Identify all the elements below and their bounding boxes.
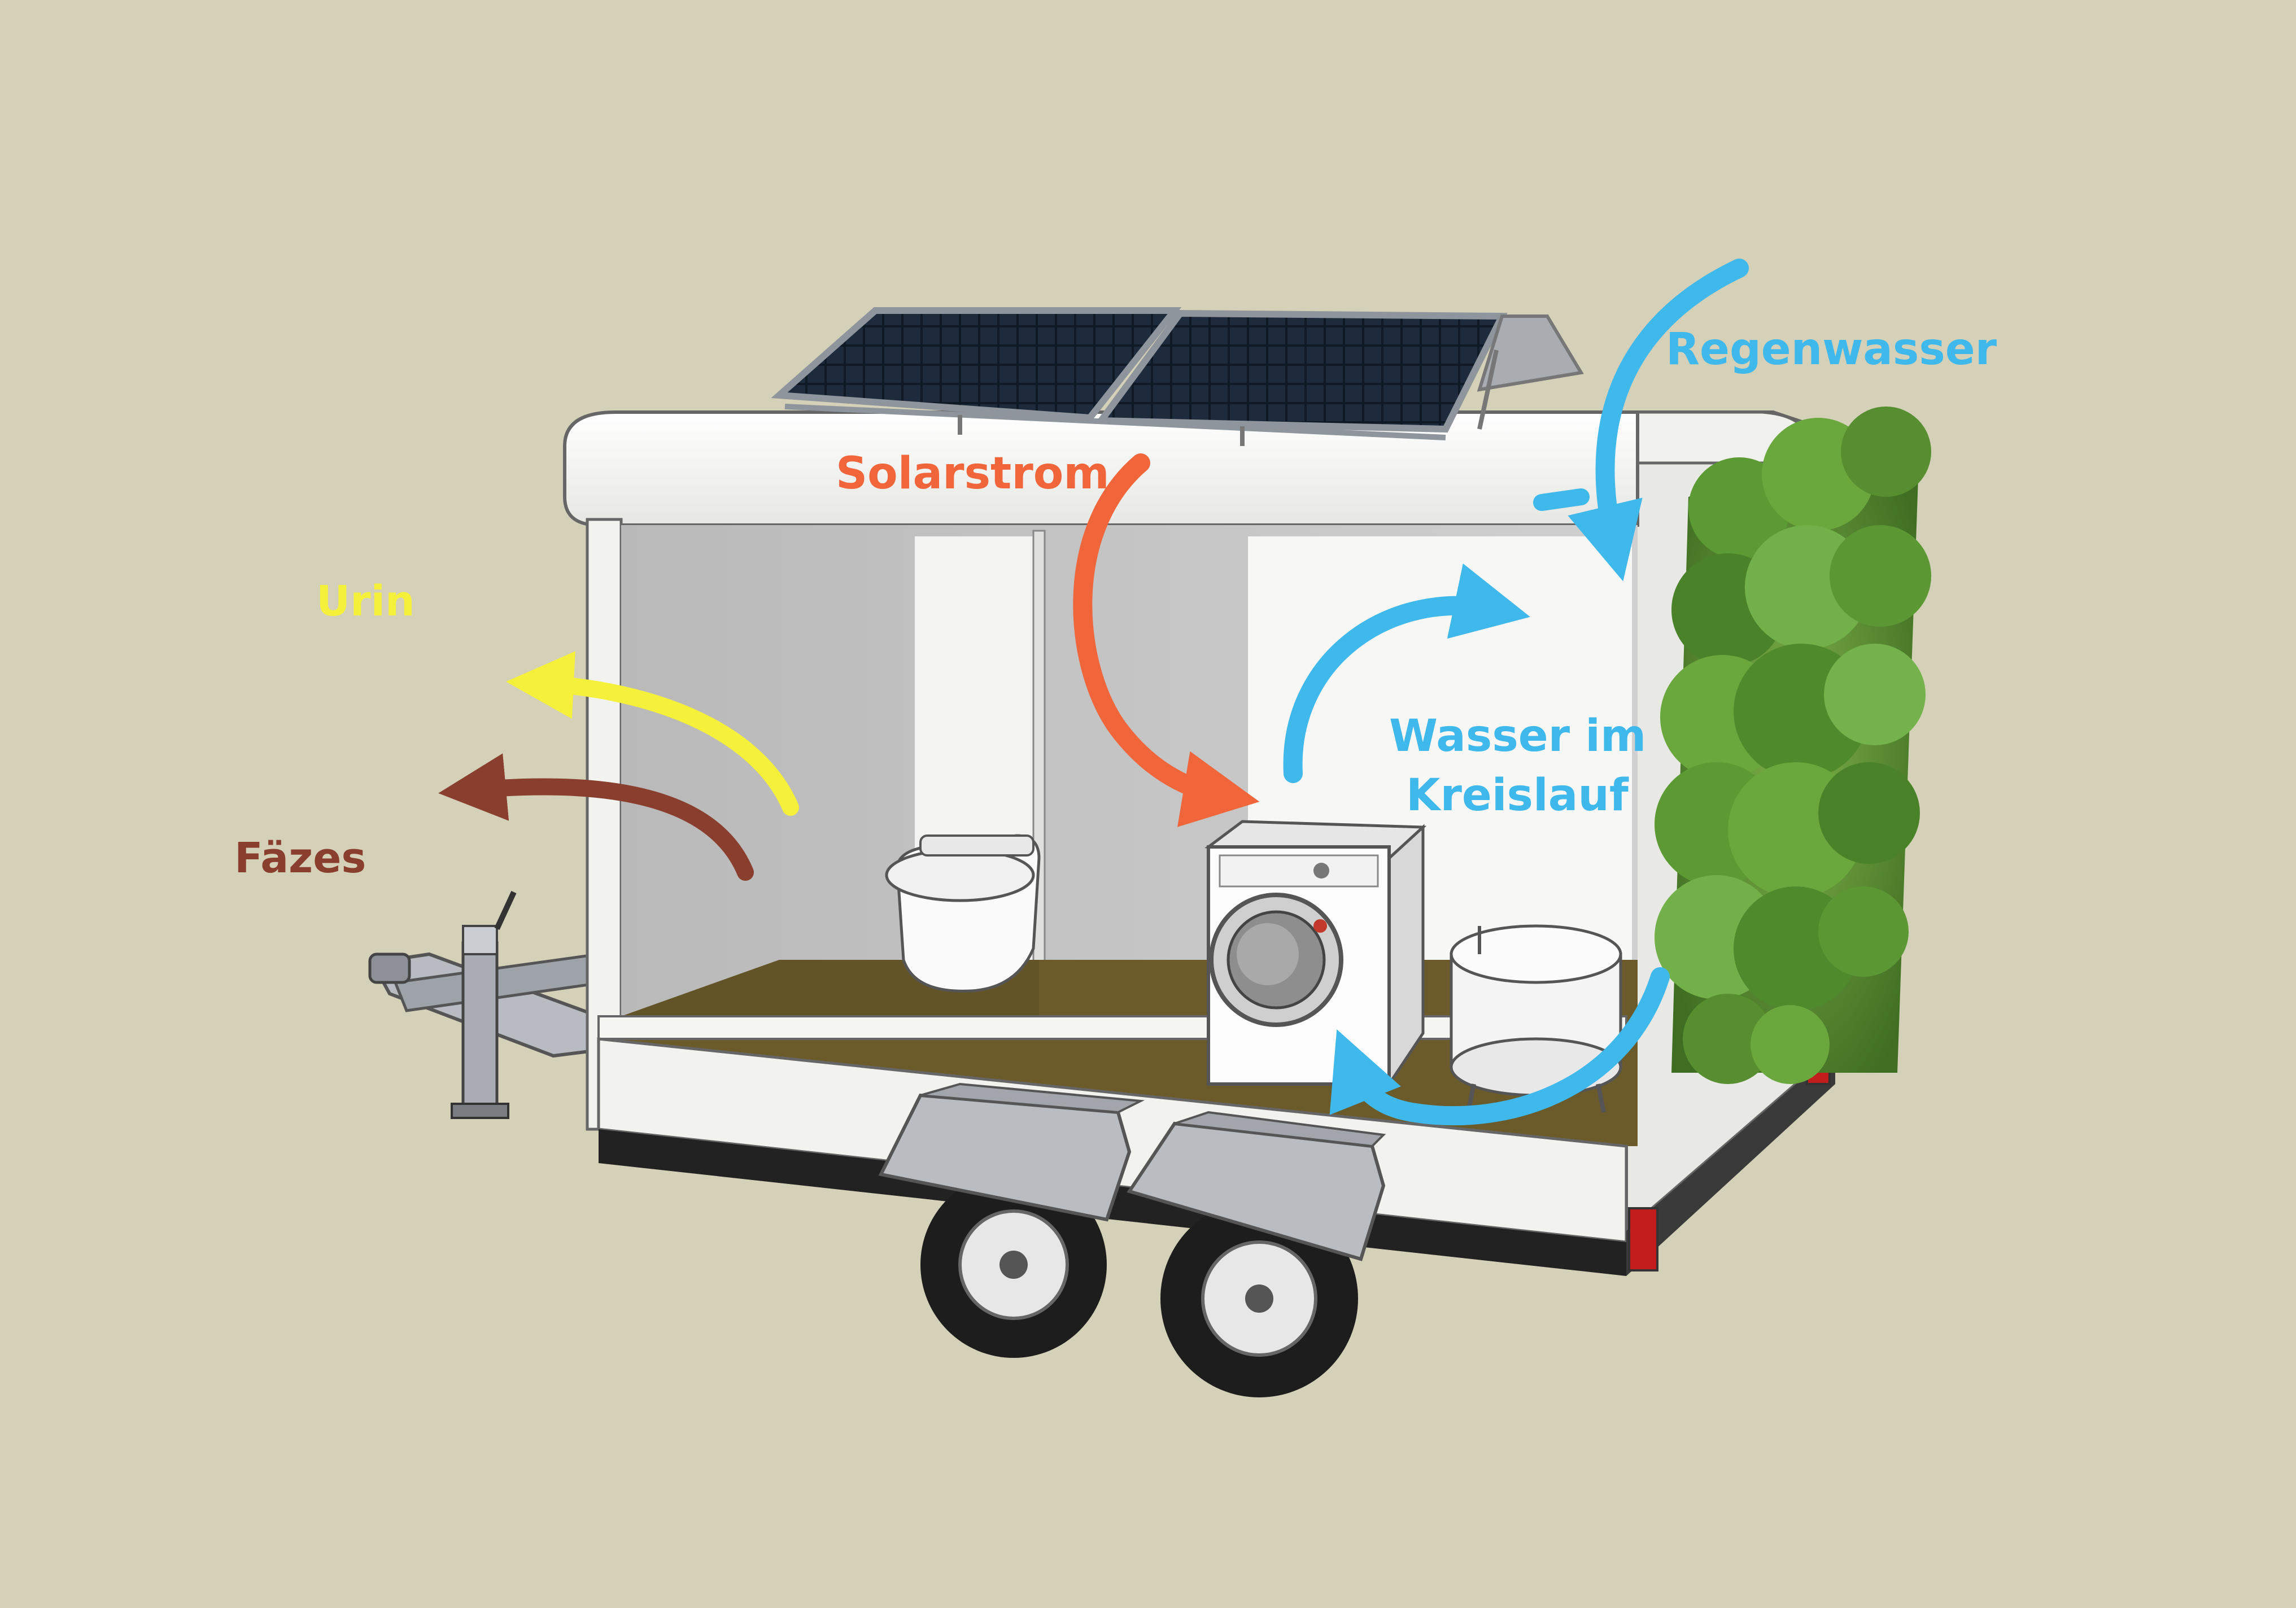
water-tank-icon [1450, 924, 1622, 1113]
faezes-arrow [438, 753, 754, 881]
regenwasser-arrow-branch [1533, 488, 1590, 511]
plant-wall-icon [1655, 407, 1931, 1084]
solar-panel-icon [771, 307, 1584, 446]
label-faezes: Fäzes [234, 834, 366, 882]
label-urin: Urin [316, 577, 415, 626]
fenders [878, 1082, 1386, 1261]
toilet-icon [885, 834, 1041, 993]
wasser-kreislauf-arrow-up [1283, 563, 1530, 783]
solarstrom-arrow [1073, 453, 1260, 827]
label-regenwasser: Regenwasser [1666, 324, 1997, 375]
regenwasser-arrow [1568, 259, 1749, 582]
label-solarstrom: Solarstrom [836, 448, 1110, 499]
wasser-kreislauf-arrow-down [1329, 967, 1670, 1126]
urin-arrow [506, 651, 799, 816]
label-wasser-im: Wasser im [1389, 711, 1646, 762]
washing-machine-icon [1204, 820, 1427, 1089]
wheel-icon [920, 1172, 1358, 1397]
trailer-hitch [368, 890, 606, 1119]
label-kreislauf: Kreislauf [1406, 770, 1629, 821]
